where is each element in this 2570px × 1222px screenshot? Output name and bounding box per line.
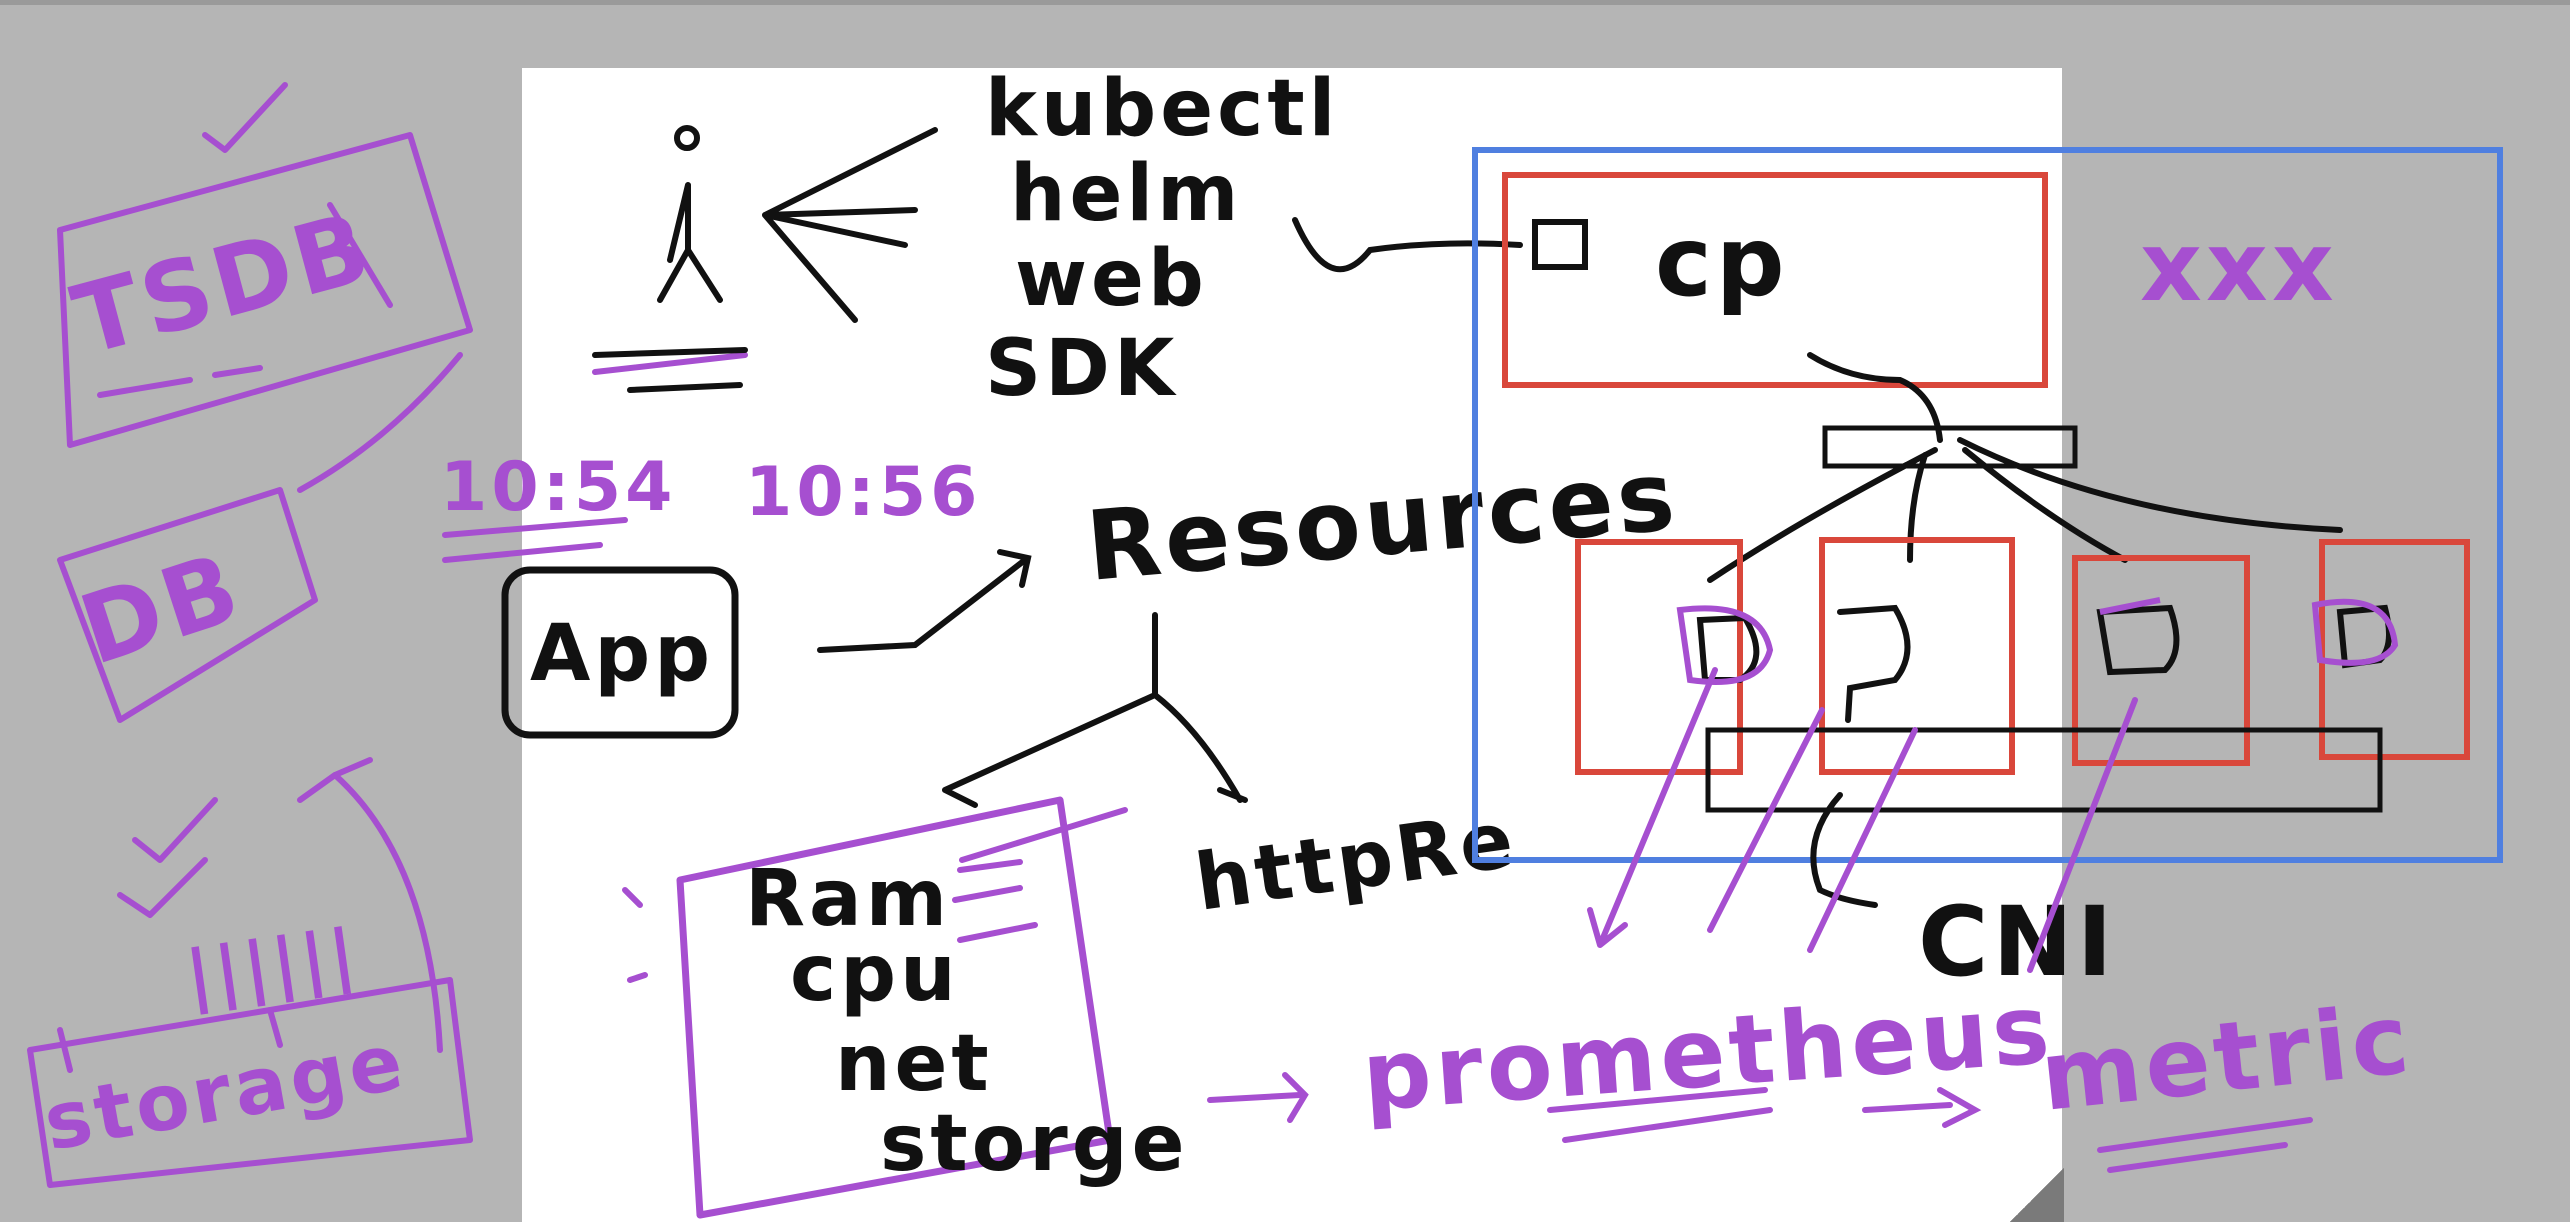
time-1-underline	[442, 517, 628, 563]
node-box-3	[2072, 555, 2250, 766]
user-icon	[657, 125, 723, 303]
user-underline-purple	[592, 352, 748, 375]
cp-label: cp	[1655, 206, 1789, 318]
pod-highlights	[1676, 597, 2399, 685]
tsdb-box	[57, 132, 473, 448]
tool-kubectl: kubectl	[985, 64, 1339, 154]
tool-helm: helm	[1010, 149, 1242, 239]
storage-box-ticks	[57, 1007, 283, 1073]
api-bar	[1822, 425, 2078, 469]
cni-bracket	[1810, 792, 1878, 908]
metric-scrape-lines	[1587, 667, 2138, 973]
resources-branch	[942, 612, 1248, 808]
app-label: App	[530, 609, 714, 699]
resource-strikes	[952, 859, 1038, 943]
cp-small-icon	[1532, 219, 1588, 270]
prometheus-underline	[1547, 1087, 1773, 1143]
cp-connector	[1807, 352, 1943, 443]
cluster-boundary	[1472, 147, 2503, 863]
checkmark-top	[202, 82, 288, 153]
resource-net: net	[835, 1019, 993, 1109]
prometheus-arrow	[1207, 1072, 1309, 1123]
app-to-resources-arrow	[817, 549, 1032, 653]
fanout-lines	[1707, 437, 2343, 583]
resource-ram: Ram	[745, 854, 951, 944]
tsdb-strike-b	[327, 202, 393, 308]
tool-arrows	[762, 127, 938, 323]
app-box	[501, 566, 739, 739]
window-top-strip	[0, 0, 2570, 5]
checkmark-1	[132, 797, 218, 863]
resource-storge: storge	[880, 1099, 1189, 1189]
db-label: DB	[67, 531, 255, 687]
arrow-up-curve	[297, 757, 443, 1053]
node-box-2	[1819, 537, 2015, 775]
metric-label: metric	[2036, 983, 2418, 1133]
metric-underline	[2097, 1117, 2313, 1173]
xxx-label: xxx	[2140, 211, 2338, 323]
time-2: 10:56	[745, 453, 981, 532]
left-margin-notes	[27, 82, 473, 1188]
time-1: 10:54	[440, 448, 676, 527]
tool-sdk: SDK	[985, 324, 1178, 414]
cni-bar	[1705, 727, 2383, 813]
whiteboard-page	[522, 68, 2062, 1222]
cni-label: CNI	[1918, 886, 2117, 998]
checkmark-2	[117, 857, 208, 918]
tool-web: web	[1015, 234, 1208, 324]
resource-side-ticks	[622, 807, 1128, 983]
resource-cpu: cpu	[790, 929, 960, 1019]
db-box	[57, 487, 318, 723]
speech-tail	[297, 352, 463, 493]
node-box-1	[1575, 539, 1743, 775]
page-curl	[2010, 1168, 2064, 1222]
user-underline-black	[592, 347, 748, 393]
metric-arrow	[1862, 1087, 1982, 1128]
storage-box	[27, 977, 473, 1188]
control-plane-box	[1502, 172, 2048, 388]
tsdb-underline	[97, 365, 263, 398]
resource-box	[676, 796, 1114, 1219]
